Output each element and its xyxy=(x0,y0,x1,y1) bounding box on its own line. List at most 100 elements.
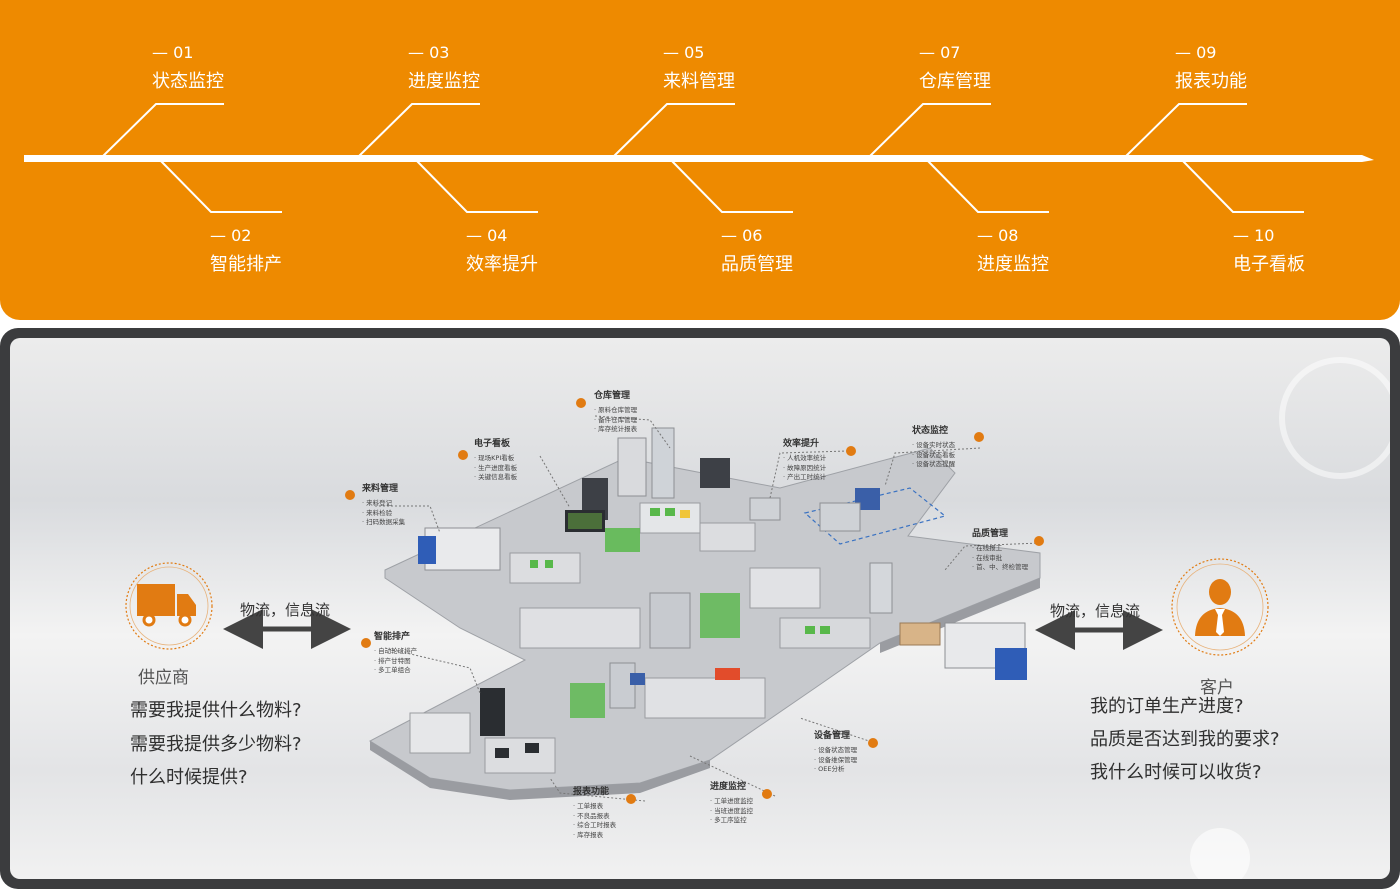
milestone-01-label: 状态监控 xyxy=(152,71,224,92)
module-incoming-list: 来料登记 来料检验 扫码数据采集 xyxy=(362,499,405,528)
factory-panel-inner: 供应商 物流，信息流 需要我提供什么物料? 需要我提供多少物料? 什么时候提供?… xyxy=(10,338,1390,879)
list-item: 原料仓库管理 xyxy=(594,406,637,416)
timeline-banner: — 01 状态监控 — 03 进度监控 — 05 来料管理 — 07 仓库管理 … xyxy=(0,0,1400,320)
list-item: 设备维保管理 xyxy=(814,756,857,766)
milestone-05-number: — 05 xyxy=(663,43,705,62)
list-item: 扫码数据采集 xyxy=(362,518,405,528)
connector-04 xyxy=(413,157,538,213)
milestone-07-label: 仓库管理 xyxy=(919,71,991,92)
list-item: 故障原因统计 xyxy=(783,464,826,474)
timeline-lines xyxy=(24,103,1374,213)
list-item: 关键信息看板 xyxy=(474,473,517,483)
connector-09 xyxy=(1123,103,1247,159)
list-item: 来料登记 xyxy=(362,499,405,509)
milestone-01-number: — 01 xyxy=(152,43,194,62)
connector-05 xyxy=(611,103,735,159)
milestone-09-number: — 09 xyxy=(1175,43,1217,62)
supplier-icon-ring xyxy=(125,562,213,650)
factory-equipment xyxy=(409,427,1027,774)
supplier-question-3: 什么时候提供? xyxy=(130,767,248,788)
list-item: OEE分析 xyxy=(814,765,857,775)
list-item: 人机效率统计 xyxy=(783,454,826,464)
module-progress-title: 进度监控 xyxy=(710,782,747,792)
milestone-02-label: 智能排产 xyxy=(210,254,282,275)
list-item: 设备状态管理 xyxy=(814,746,857,756)
list-item: 设备实时状态 xyxy=(912,441,955,451)
milestone-02-number: — 02 xyxy=(210,226,252,245)
customer-question-3: 我什么时候可以收货? xyxy=(1090,762,1262,783)
module-status-list: 设备实时状态 设备状态看板 设备状态提醒 xyxy=(912,441,955,470)
module-reports-list: 工单报表 不良品报表 综合工时报表 库存报表 xyxy=(573,802,616,840)
person-icon xyxy=(1195,579,1245,636)
timeline-axis xyxy=(24,155,1374,162)
module-quality-list: 在线报工 在线审批 首、中、终检管理 xyxy=(972,544,1028,573)
list-item: 在线报工 xyxy=(972,544,1028,554)
equipment-dot xyxy=(868,738,878,748)
module-incoming-title: 来料管理 xyxy=(362,484,399,494)
module-efficiency-title: 效率提升 xyxy=(783,439,820,449)
status-dot xyxy=(974,432,984,442)
milestone-06-number: — 06 xyxy=(721,226,763,245)
module-progress-list: 工单进度监控 当班进度监控 多工序监控 xyxy=(710,797,753,826)
connector-03 xyxy=(356,103,480,159)
milestone-08-label: 进度监控 xyxy=(977,254,1049,275)
list-item: 现场KPI看板 xyxy=(474,454,517,464)
factory-scene xyxy=(125,357,1390,879)
supplier-title: 供应商 xyxy=(138,668,189,688)
module-warehouse-list: 原料仓库管理 备件仓库管理 库存统计报表 xyxy=(594,406,637,435)
bg-swirl xyxy=(1279,357,1390,479)
incoming-dot xyxy=(345,490,355,500)
warehouse-dot xyxy=(576,398,586,408)
list-item: 自动轮班排产 xyxy=(374,647,417,657)
efficiency-dot xyxy=(846,446,856,456)
supplier-question-1: 需要我提供什么物料? xyxy=(130,700,302,721)
customer-title: 客户 xyxy=(1200,678,1234,698)
supplier-flow-label: 物流，信息流 xyxy=(240,601,331,619)
list-item: 生产进度看板 xyxy=(474,464,517,474)
milestone-03-number: — 03 xyxy=(408,43,450,62)
list-item: 综合工时报表 xyxy=(573,821,616,831)
list-item: 工单报表 xyxy=(573,802,616,812)
module-scheduling-list: 自动轮班排产 排产甘特图 多工单组合 xyxy=(374,647,417,676)
milestone-04-label: 效率提升 xyxy=(466,254,538,275)
list-item: 在线审批 xyxy=(972,554,1028,564)
customer-flow-label: 物流，信息流 xyxy=(1050,602,1141,620)
milestone-04-number: — 04 xyxy=(466,226,508,245)
factory-panel: 供应商 物流，信息流 需要我提供什么物料? 需要我提供多少物料? 什么时候提供?… xyxy=(0,328,1400,889)
connector-01 xyxy=(100,103,224,159)
module-equipment-list: 设备状态管理 设备维保管理 OEE分析 xyxy=(814,746,857,775)
customer-question-2: 品质是否达到我的要求? xyxy=(1090,729,1280,750)
list-item: 设备状态看板 xyxy=(912,451,955,461)
list-item: 库存统计报表 xyxy=(594,425,637,435)
connector-10 xyxy=(1179,157,1304,213)
customer-question-1: 我的订单生产进度? xyxy=(1090,696,1244,717)
list-item: 首、中、终检管理 xyxy=(972,563,1028,573)
bg-glow xyxy=(1190,828,1250,879)
module-kanban-list: 现场KPI看板 生产进度看板 关键信息看板 xyxy=(474,454,517,483)
milestone-09-label: 报表功能 xyxy=(1175,71,1247,92)
module-quality-title: 品质管理 xyxy=(972,529,1009,539)
list-item: 来料检验 xyxy=(362,509,405,519)
quality-dot xyxy=(1034,536,1044,546)
module-equipment-title: 设备管理 xyxy=(814,731,851,741)
connector-07 xyxy=(867,103,991,159)
list-item: 产出工时统计 xyxy=(783,473,826,483)
milestone-03-label: 进度监控 xyxy=(408,71,480,92)
connector-06 xyxy=(668,157,793,213)
module-status-title: 状态监控 xyxy=(912,426,949,436)
connector-02 xyxy=(157,157,282,213)
list-item: 多工单组合 xyxy=(374,666,417,676)
list-item: 多工序监控 xyxy=(710,816,753,826)
list-item: 当班进度监控 xyxy=(710,807,753,817)
scheduling-dot xyxy=(361,638,371,648)
truck-icon xyxy=(137,584,196,627)
milestone-08-number: — 08 xyxy=(977,226,1019,245)
customer-icon-ring xyxy=(1171,558,1269,656)
milestone-05-label: 来料管理 xyxy=(663,71,735,92)
module-efficiency-list: 人机效率统计 故障原因统计 产出工时统计 xyxy=(783,454,826,483)
list-item: 库存报表 xyxy=(573,831,616,841)
milestone-10-number: — 10 xyxy=(1233,226,1275,245)
module-scheduling-title: 智能排产 xyxy=(374,632,411,642)
list-item: 工单进度监控 xyxy=(710,797,753,807)
list-item: 不良品报表 xyxy=(573,812,616,822)
